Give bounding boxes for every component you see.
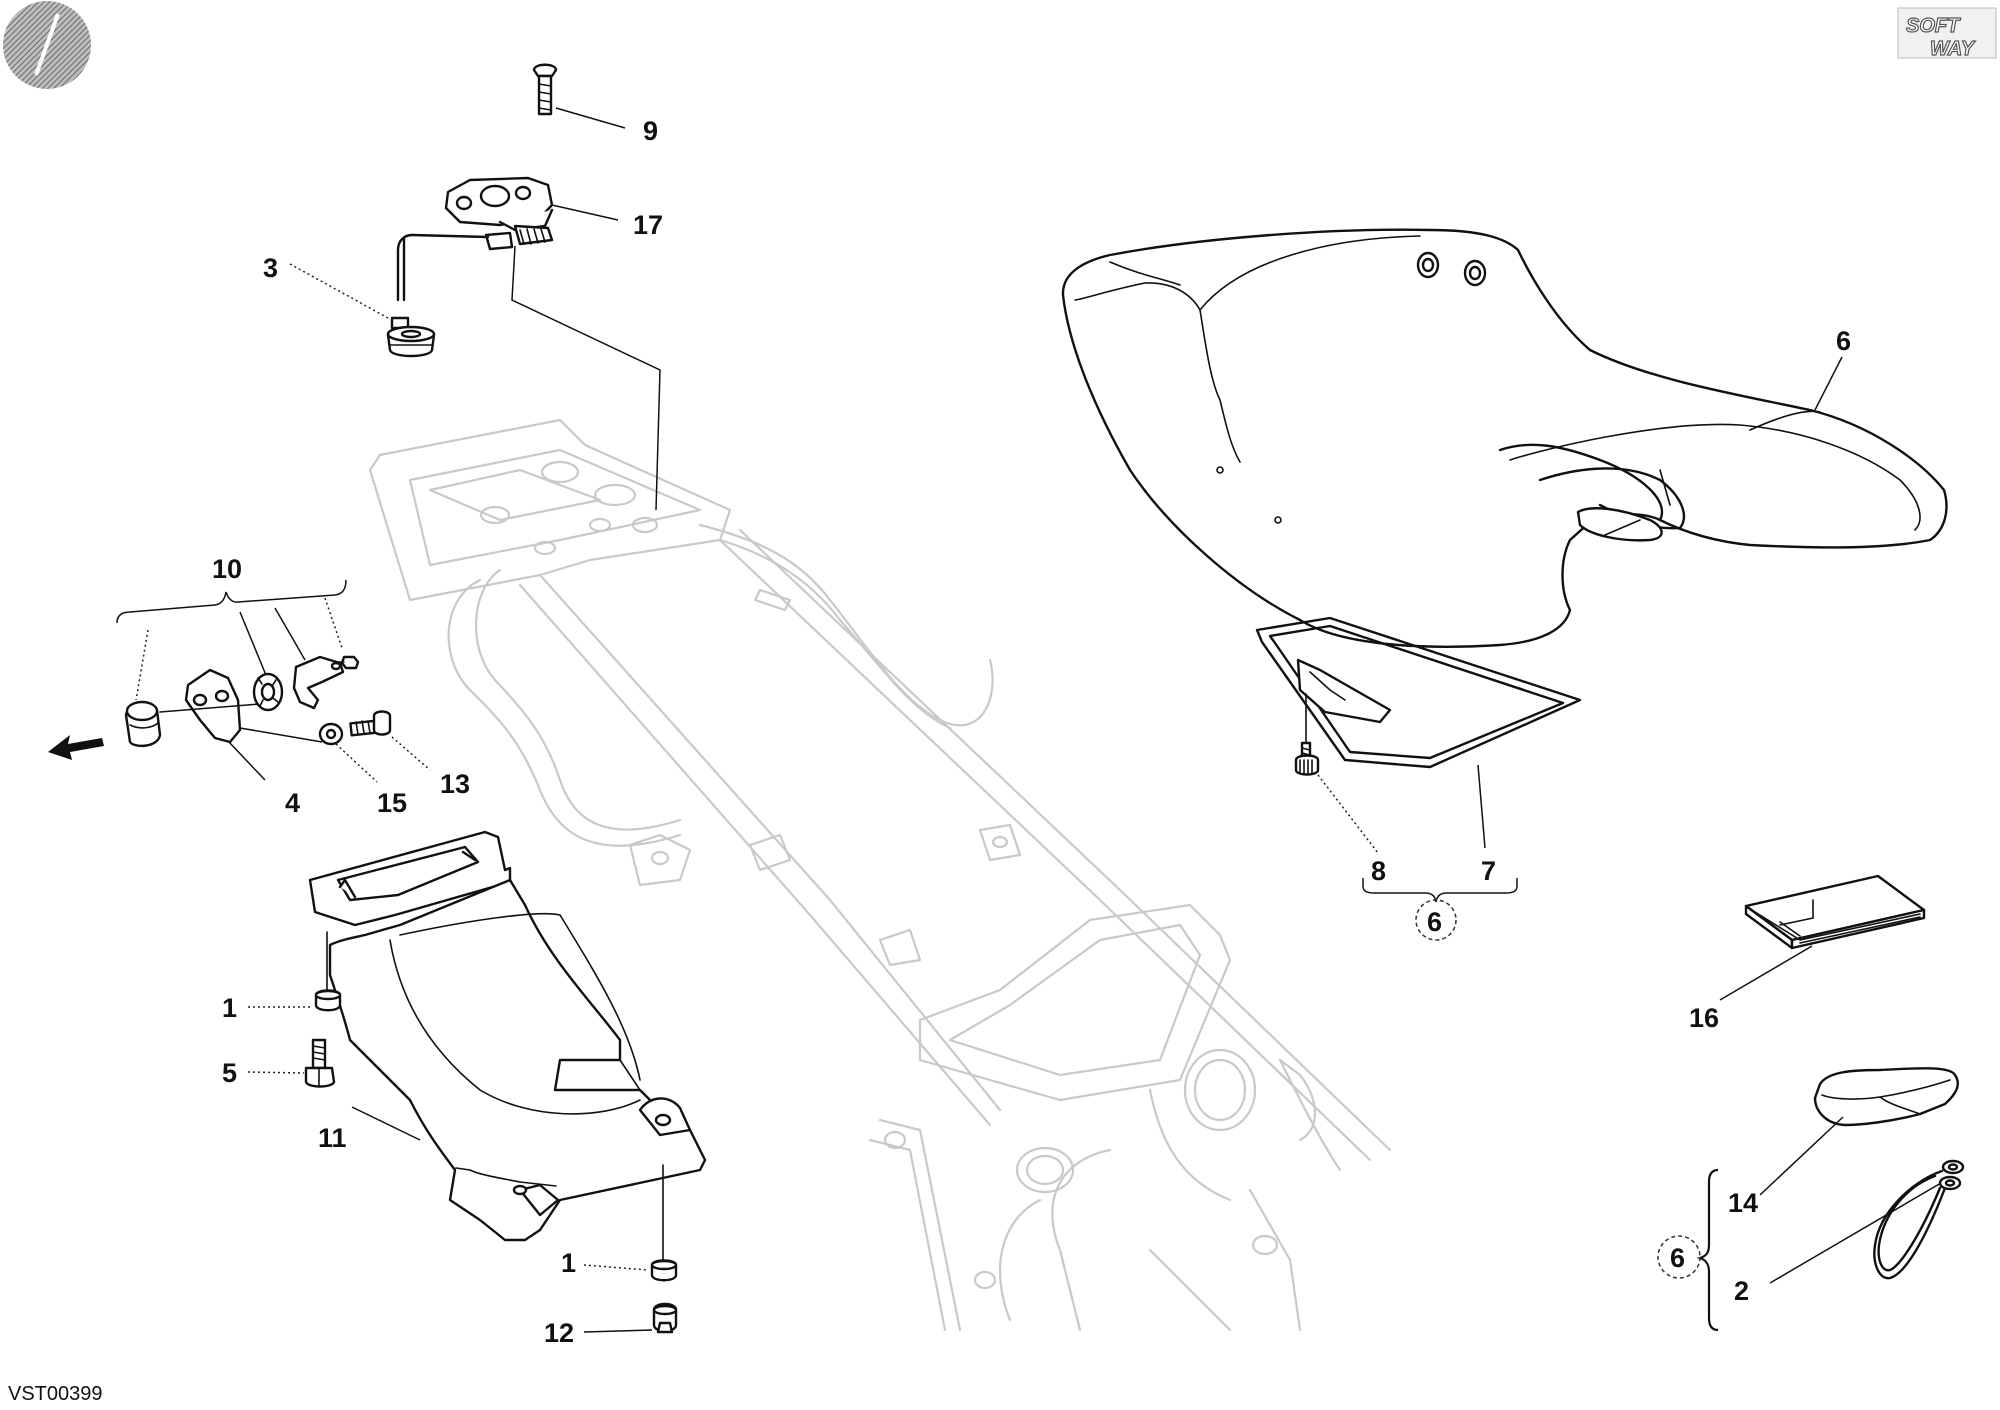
part-3-grommet — [289, 263, 436, 358]
svg-text:6: 6 — [1670, 1243, 1685, 1273]
callout-8: 8 — [1371, 856, 1386, 886]
callout-13: 13 — [440, 769, 470, 799]
callout-5: 5 — [222, 1058, 237, 1088]
part-1-nut-top — [248, 931, 342, 1012]
part-1-nut-bottom — [583, 1164, 678, 1282]
callout-14: 14 — [1728, 1188, 1758, 1218]
callout-1-bottom: 1 — [561, 1248, 576, 1278]
callout-7: 7 — [1481, 856, 1496, 886]
part-11-undertray — [308, 830, 707, 1242]
callout-2: 2 — [1734, 1276, 1749, 1306]
callout-3: 3 — [263, 253, 278, 283]
callout-11: 11 — [318, 1123, 347, 1153]
callout-4: 4 — [285, 788, 300, 818]
callout-6-seat: 6 — [1836, 326, 1851, 356]
callout-6-circle-bottom: 6 — [1657, 1235, 1701, 1279]
callout-16: 16 — [1689, 1003, 1719, 1033]
callout-10: 10 — [212, 554, 242, 584]
callout-15: 15 — [377, 788, 407, 818]
part-washer-ring — [252, 672, 284, 712]
kit-bracket-7-8 — [1362, 878, 1518, 903]
part-9-screw — [532, 63, 626, 129]
subframe-drawing — [368, 418, 1392, 1332]
round-logo-icon — [3, 1, 91, 89]
part-13-bolt — [349, 710, 431, 771]
brand-logo: SOFT WAY — [1897, 7, 1997, 61]
callout-17: 17 — [633, 210, 663, 240]
part-2-cable — [1769, 1159, 1965, 1284]
part-cable-clip — [292, 655, 345, 710]
part-bush — [124, 700, 162, 748]
part-6-seat — [1061, 228, 1948, 648]
part-8-knurled-screw — [1294, 693, 1379, 854]
part-15-washer — [239, 722, 378, 783]
callout-12: 12 — [544, 1318, 574, 1348]
part-16-booklet — [1719, 874, 1926, 1001]
callout-9: 9 — [643, 116, 658, 146]
brand-logo-line-1: SOFT — [1906, 15, 1961, 37]
part-17-seat-lock — [396, 176, 661, 511]
brand-logo-line-2: WAY — [1930, 38, 1976, 60]
kit-brace-14-2 — [1696, 1168, 1719, 1332]
callout-6-circle-kit: 6 — [1415, 899, 1457, 941]
part-4-latch-bracket — [159, 668, 273, 781]
part-small-screw — [337, 655, 360, 670]
callout-1-top: 1 — [222, 993, 237, 1023]
drawing-code: VST00399 — [8, 1383, 103, 1405]
part-14-pad — [1759, 1067, 1959, 1196]
part-7-seat-pan — [1255, 616, 1582, 849]
part-12-nut — [583, 1302, 678, 1334]
part-5-bolt — [247, 1038, 336, 1088]
direction-arrow-icon — [48, 735, 104, 760]
kit-bracket-10 — [116, 579, 347, 624]
svg-text:6: 6 — [1427, 907, 1442, 937]
